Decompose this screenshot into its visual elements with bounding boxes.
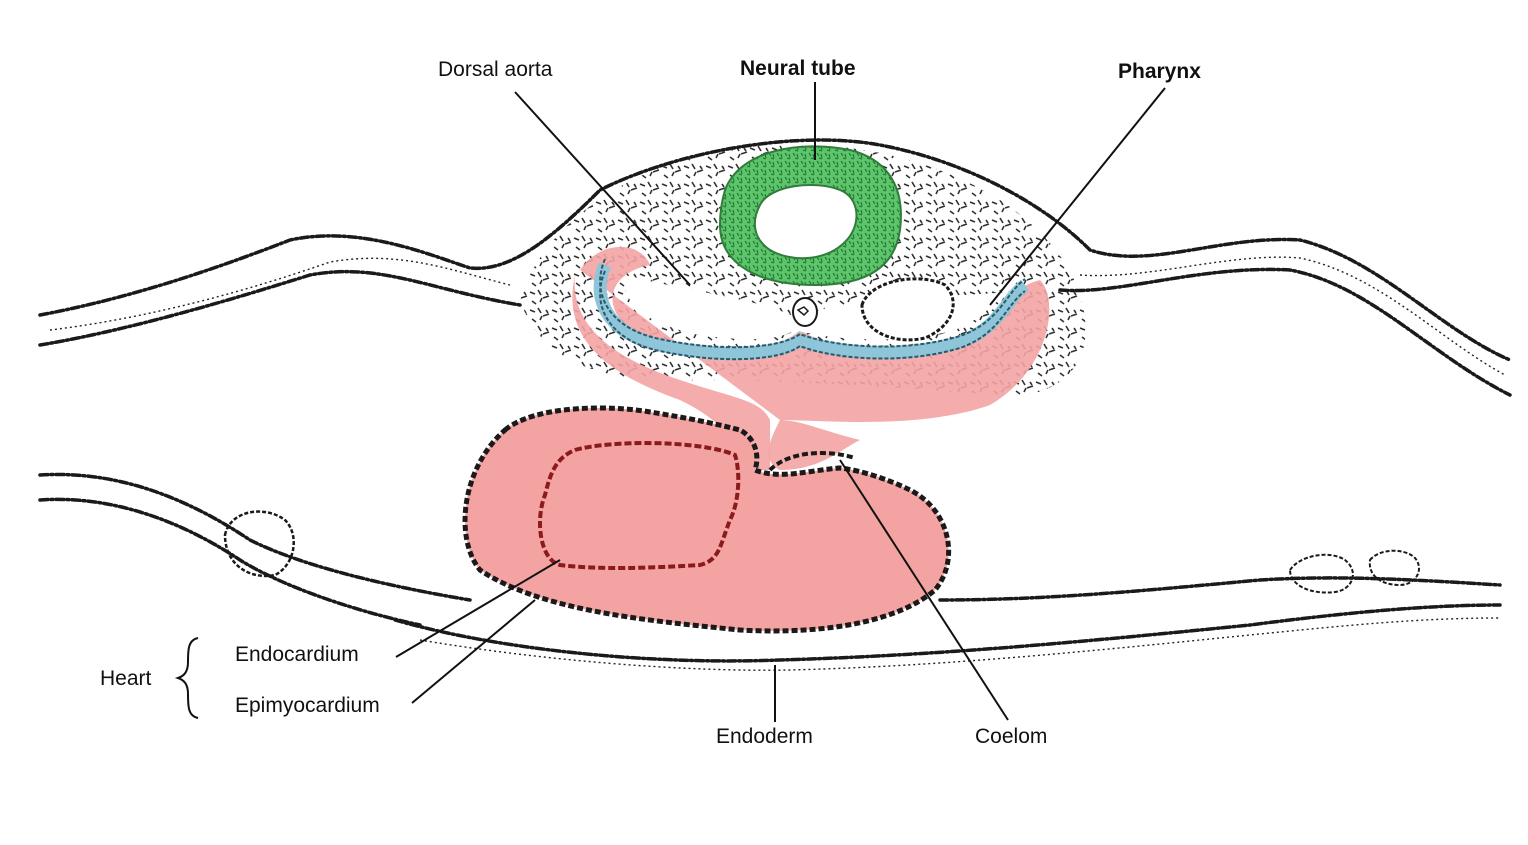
notochord [793,298,817,326]
label-heart: Heart [100,667,152,690]
label-endoderm: Endoderm [716,725,813,748]
neural-tube [720,146,901,285]
label-coelom: Coelom [975,725,1047,748]
label-dorsal-aorta: Dorsal aorta [438,58,553,81]
leader-endocardium [396,560,560,657]
heart-brace [178,638,198,718]
leader-epimyocardium [412,600,535,703]
label-pharynx: Pharynx [1118,60,1201,83]
label-endocardium: Endocardium [235,643,359,666]
label-epimyocardium: Epimyocardium [235,694,380,717]
label-neural-tube: Neural tube [740,57,856,80]
heart [465,408,949,631]
